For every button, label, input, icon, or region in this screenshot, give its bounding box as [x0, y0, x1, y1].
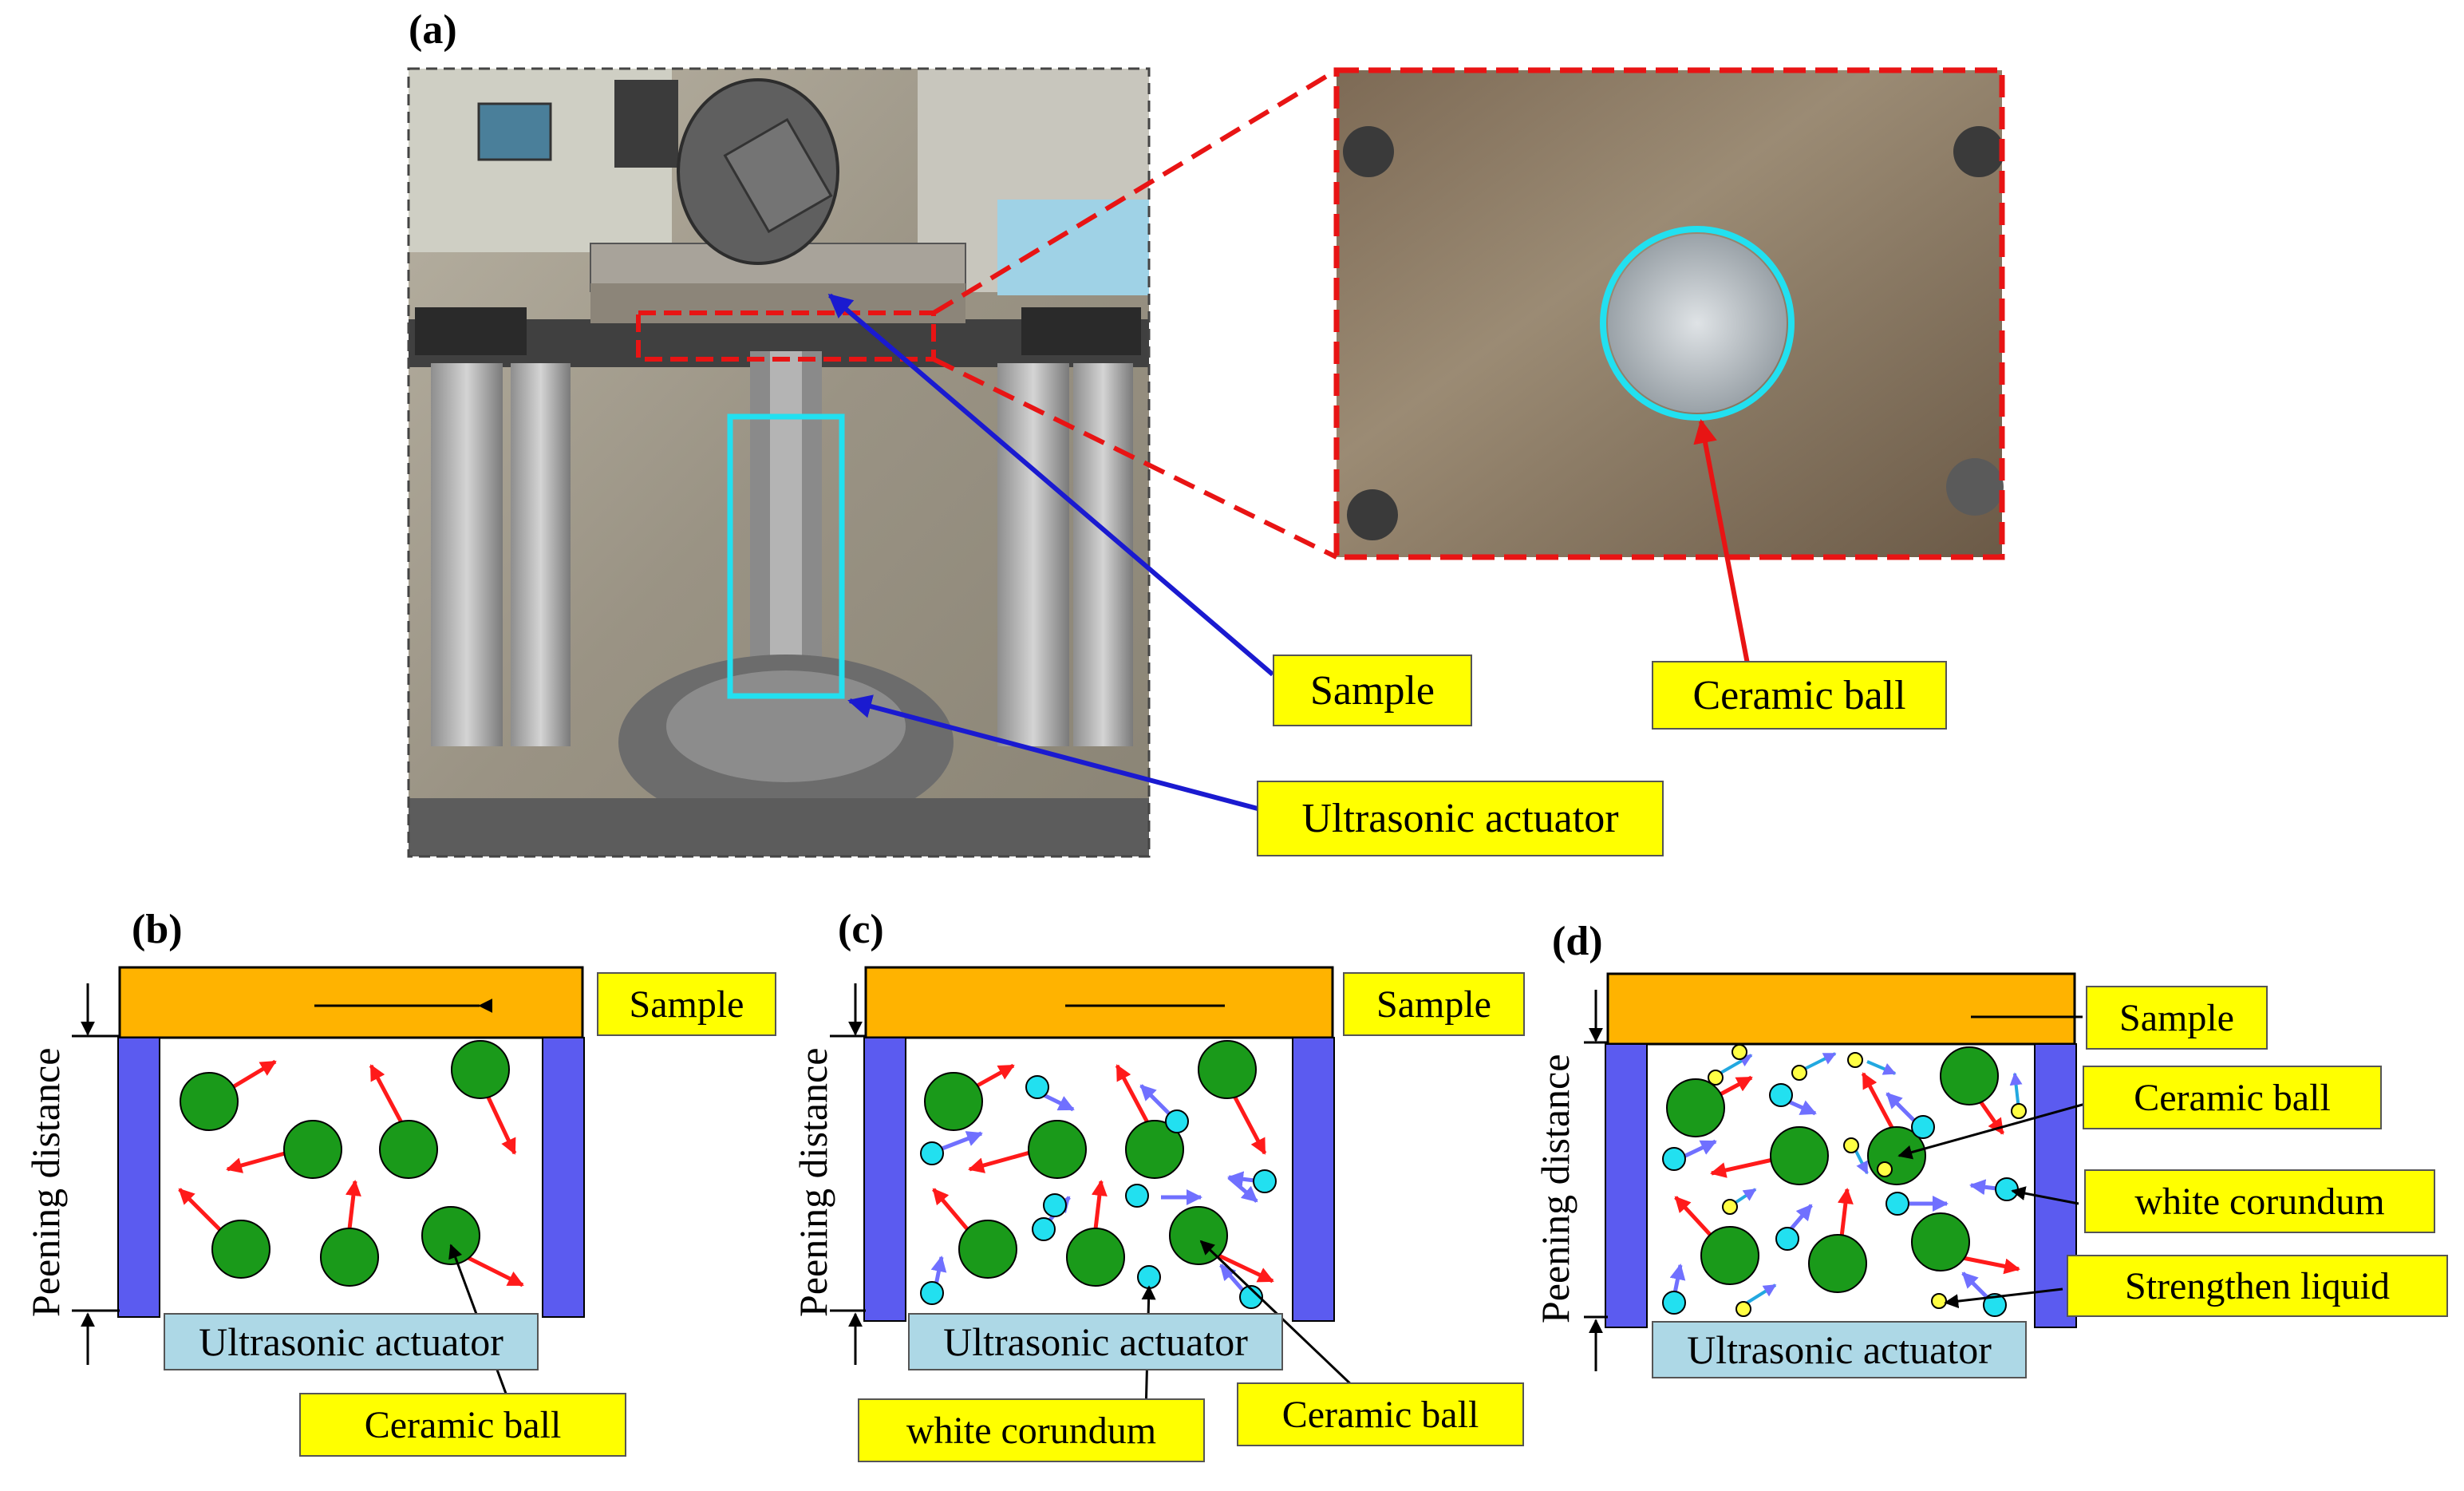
peening-distance-label-c: Peening distance — [791, 1047, 835, 1317]
sample-block — [118, 966, 584, 1039]
plate-zoom-photo — [1337, 70, 2004, 557]
right-wall — [1292, 1037, 1335, 1322]
ceramic-balls — [1666, 1046, 1999, 1293]
actuator-label-b: Ultrasonic actuator — [164, 1313, 539, 1370]
panel-c — [830, 966, 1374, 1447]
actuator-callout: Ultrasonic actuator — [1257, 781, 1664, 856]
sample-label-c: Sample — [1343, 972, 1525, 1036]
right-wall — [542, 1037, 585, 1318]
ceramic-ball-callout: Ceramic ball — [1652, 661, 1947, 730]
ceramic-ball-label-b: Ceramic ball — [299, 1393, 626, 1457]
sample-block — [864, 966, 1334, 1039]
peening-distance-label-d: Peening distance — [1533, 1054, 1578, 1323]
corundum-label-d: white corundum — [2084, 1169, 2435, 1233]
actuator-highlight-box — [727, 413, 845, 699]
peening-distance-label-b: Peening distance — [23, 1047, 68, 1317]
ceramic-balls — [924, 1040, 1257, 1287]
zoom-line-top — [932, 68, 1338, 315]
panel-a — [407, 67, 2005, 858]
sample-label-b: Sample — [597, 972, 776, 1036]
cup-highlight-circle — [1600, 226, 1795, 421]
ceramic-ball-label-c: Ceramic ball — [1237, 1382, 1524, 1446]
liquid-droplets — [1708, 1044, 2027, 1317]
corundum-particles — [920, 1075, 1277, 1309]
zoom-line-bottom — [932, 357, 1338, 560]
sample-leader — [827, 293, 1274, 677]
panel-a-letter: (a) — [409, 7, 457, 53]
panel-c-letter: (c) — [838, 907, 884, 952]
corundum-particles — [1662, 1083, 2019, 1317]
ceramic-ball-label-d: Ceramic ball — [2083, 1066, 2382, 1129]
sample-label-d: Sample — [2086, 986, 2268, 1050]
sample-callout: Sample — [1273, 655, 1472, 726]
ceramic-balls — [180, 1040, 510, 1287]
ceramic-ball-cluster — [1608, 234, 1787, 413]
zoom-border — [1333, 67, 2005, 560]
liquid-label-d: Strengthen liquid — [2067, 1255, 2448, 1317]
apparatus-photo — [409, 69, 1149, 856]
corundum-label-c: white corundum — [858, 1398, 1205, 1462]
left-wall — [1605, 1043, 1648, 1328]
actuator-leader — [847, 694, 1273, 815]
panel-b-letter: (b) — [132, 907, 183, 952]
panel-d-letter: (d) — [1552, 919, 1603, 964]
ceramic-leader — [1693, 419, 1751, 673]
sample-block — [1606, 972, 2076, 1046]
panel-d — [1584, 972, 2123, 1371]
actuator-label-d: Ultrasonic actuator — [1652, 1321, 2027, 1378]
left-wall — [117, 1037, 160, 1318]
left-wall — [863, 1037, 906, 1322]
panel-b — [72, 966, 585, 1407]
actuator-label-c: Ultrasonic actuator — [908, 1313, 1283, 1370]
sample-highlight-box — [636, 310, 936, 362]
